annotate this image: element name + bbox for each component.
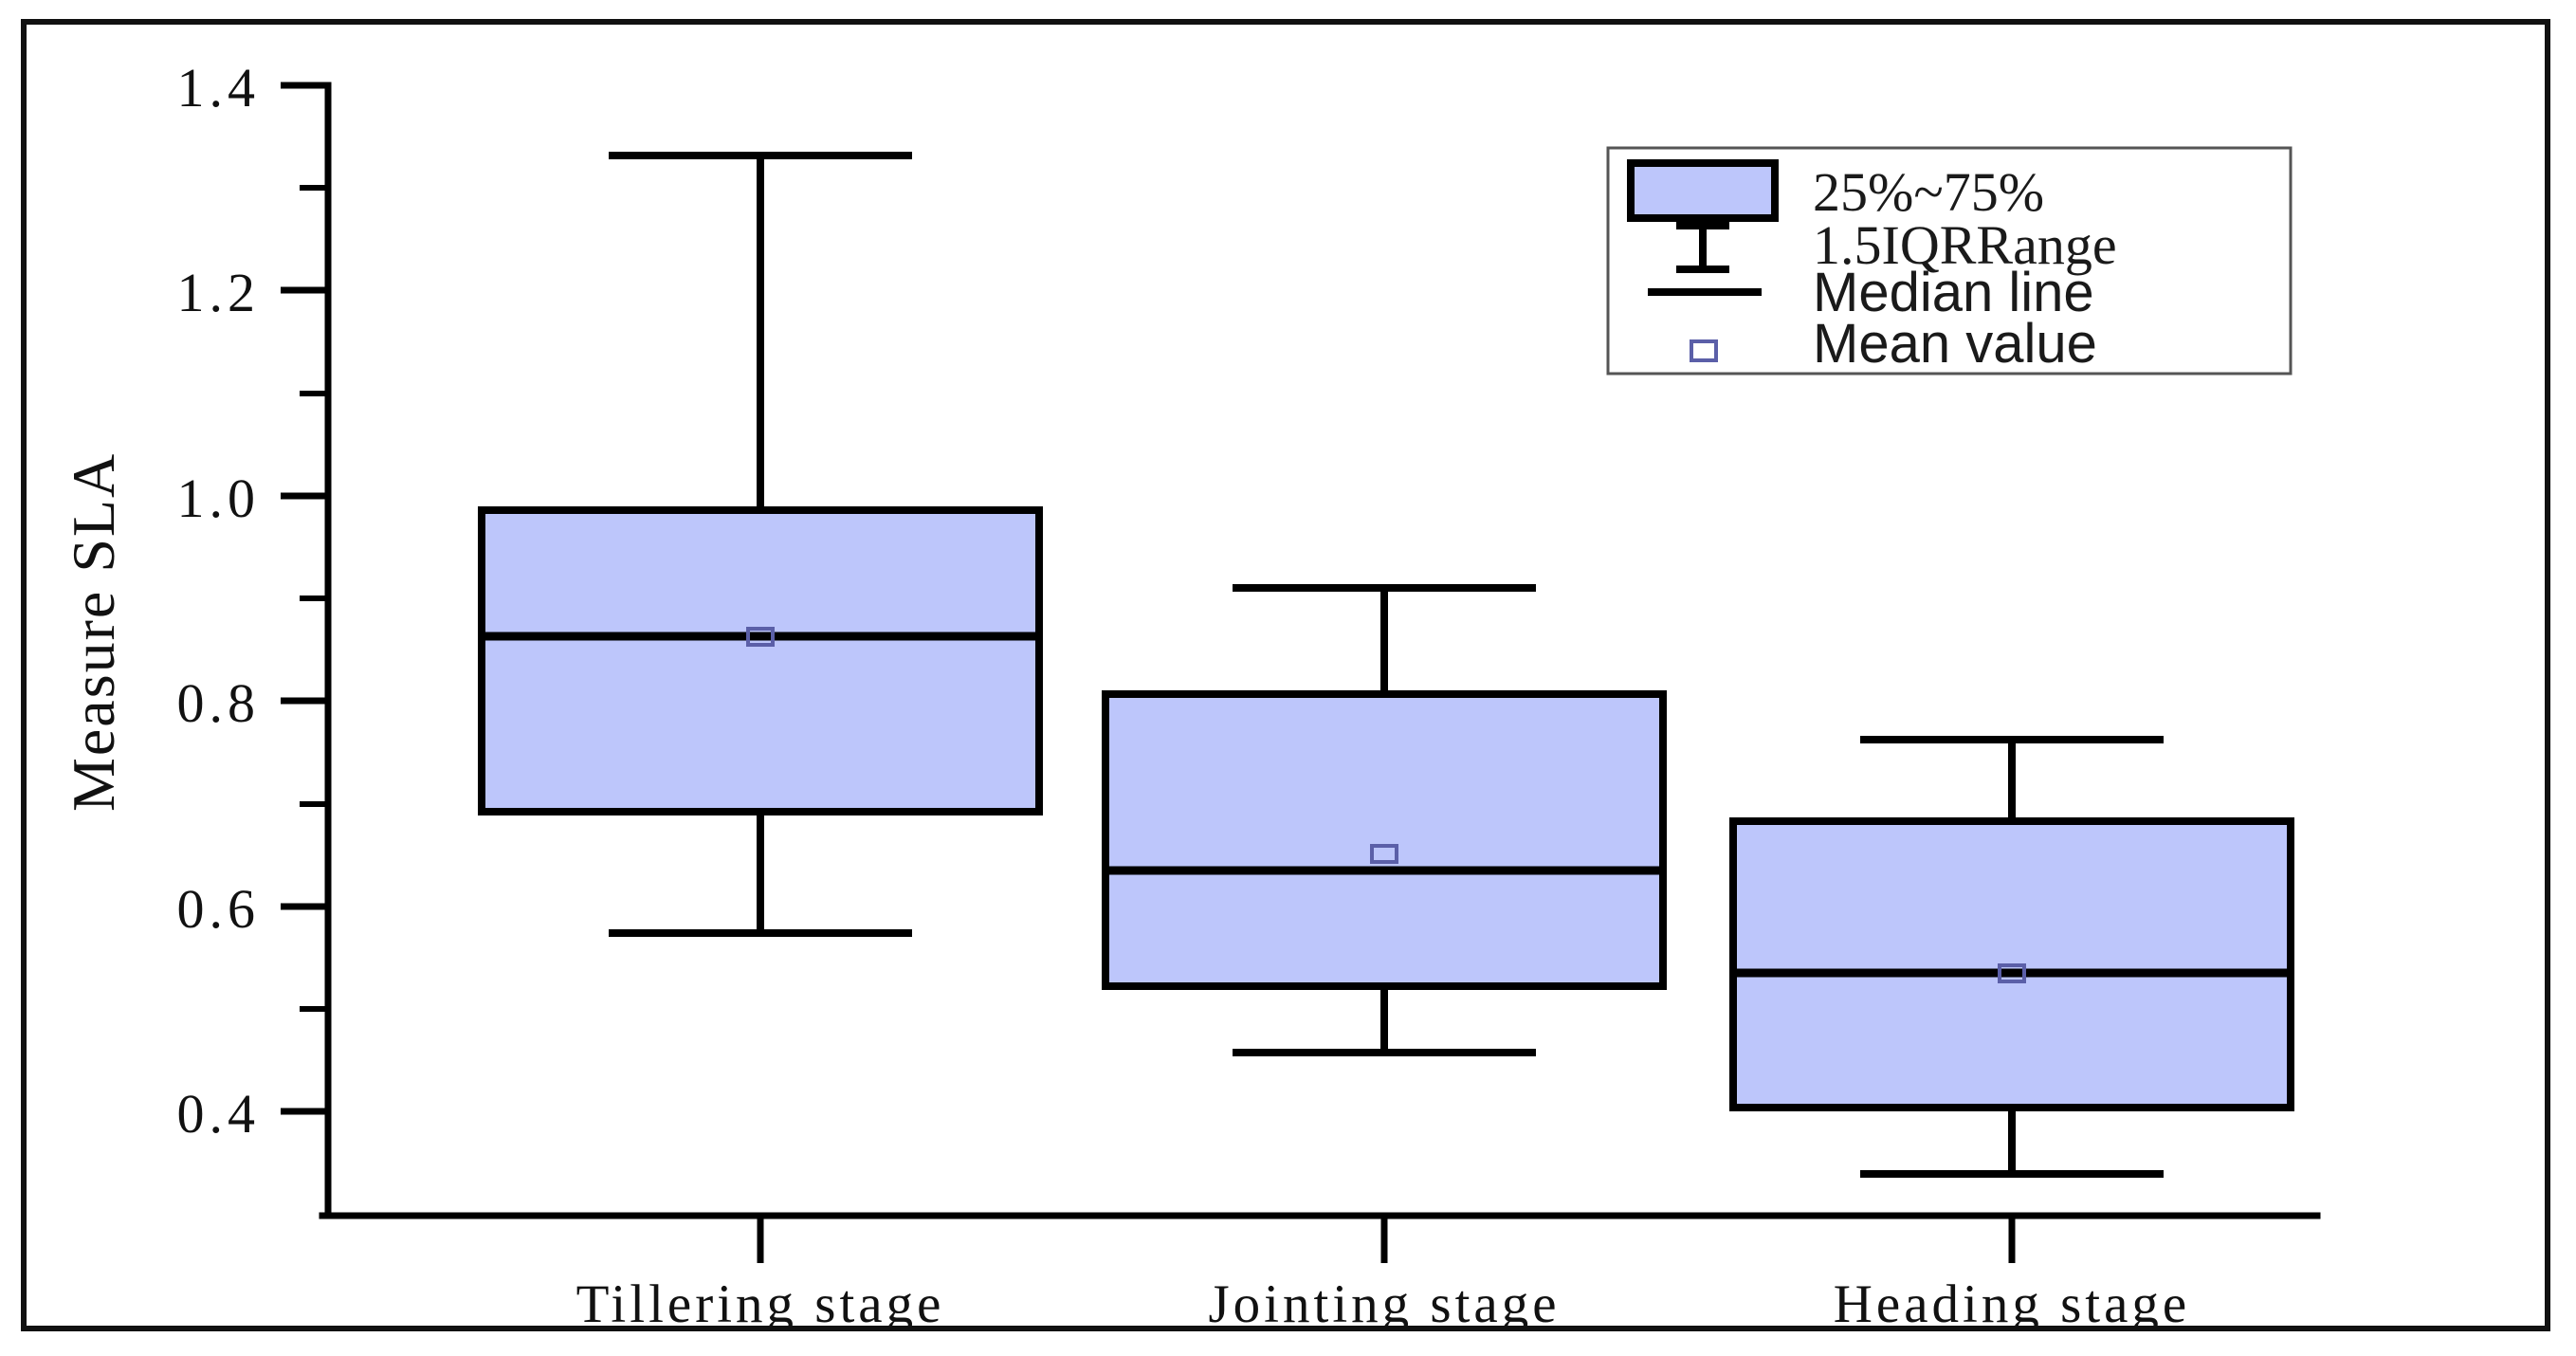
figure-frame: 1.4 1.2 1.0 0.8 0.6 0.4 Measure SLA Till…	[21, 19, 2550, 1331]
y-tick-label-0.8: 0.8	[177, 672, 261, 734]
x-tick-label-tillering: Tillering stage	[576, 1274, 945, 1326]
x-tick-label-jointing: Jointing stage	[1208, 1274, 1560, 1326]
y-axis-title: Measure SLA	[60, 452, 127, 812]
mean-marker-tillering	[746, 627, 775, 647]
legend-ibeam-icon	[1676, 222, 1729, 273]
y-tick-label-1.0: 1.0	[177, 467, 261, 529]
y-tick-label-1.4: 1.4	[177, 57, 261, 119]
x-tick-label-heading: Heading stage	[1834, 1274, 2190, 1326]
mean-marker-heading	[1998, 963, 2026, 983]
box-iqr-heading[interactable]	[1729, 817, 2294, 1111]
y-tick-label-0.6: 0.6	[177, 878, 261, 940]
box-heading-stage[interactable]	[1729, 736, 2294, 1178]
x-tick-labels: Tillering stage Jointing stage Heading s…	[576, 1274, 2190, 1326]
y-tick-labels: 1.4 1.2 1.0 0.8 0.6 0.4	[177, 57, 261, 1145]
y-tick-group	[281, 82, 328, 1115]
y-tick-label-0.4: 0.4	[177, 1083, 261, 1145]
boxplot-chart: 1.4 1.2 1.0 0.8 0.6 0.4 Measure SLA Till…	[27, 25, 2545, 1326]
y-tick-label-1.2: 1.2	[177, 262, 261, 323]
x-tick-group	[757, 1216, 2016, 1263]
box-iqr-tillering[interactable]	[478, 506, 1043, 815]
legend-label-iqr: 25%~75%	[1813, 161, 2044, 223]
legend: 25%~75% 1.5IQRRange Median line Mean val…	[1606, 146, 2293, 376]
legend-label-mean: Mean value	[1813, 313, 2097, 375]
legend-swatch-iqr-icon	[1627, 159, 1779, 222]
box-iqr-jointing[interactable]	[1102, 690, 1667, 990]
legend-label-iqr-range: 1.5IQRRange	[1813, 214, 2117, 276]
mean-marker-jointing	[1370, 844, 1398, 864]
legend-mean-square-icon	[1690, 339, 1718, 362]
box-jointing-stage[interactable]	[1102, 584, 1667, 1056]
box-tillering-stage[interactable]	[478, 152, 1043, 937]
legend-label-median: Median line	[1813, 262, 2094, 323]
boxplot-canvas: 1.4 1.2 1.0 0.8 0.6 0.4 Measure SLA Till…	[60, 57, 2321, 1326]
